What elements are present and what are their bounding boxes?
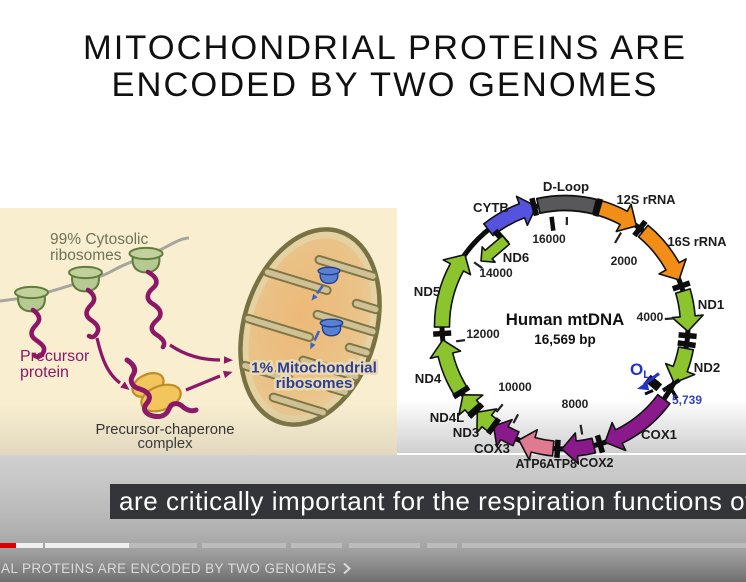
svg-text:protein: protein <box>20 364 69 381</box>
svg-text:4000: 4000 <box>637 310 664 324</box>
svg-text:Precursor: Precursor <box>20 348 90 365</box>
svg-text:OL: OL <box>630 360 650 381</box>
svg-text:ATP8: ATP8 <box>546 457 577 471</box>
svg-text:16000: 16000 <box>532 232 566 246</box>
svg-text:ATP6: ATP6 <box>515 457 546 471</box>
svg-text:ND4L: ND4L <box>430 410 464 425</box>
svg-text:ND1: ND1 <box>698 297 724 312</box>
svg-text:10000: 10000 <box>498 380 532 394</box>
svg-text:ribosomes: ribosomes <box>276 375 353 392</box>
svg-text:Human mtDNA: Human mtDNA <box>506 310 624 329</box>
svg-text:16,569 bp: 16,569 bp <box>534 332 596 347</box>
svg-text:8000: 8000 <box>562 397 589 411</box>
svg-text:CYTB: CYTB <box>473 200 509 215</box>
svg-text:ND3: ND3 <box>453 425 479 440</box>
svg-text:5,739: 5,739 <box>672 393 702 407</box>
svg-text:14000: 14000 <box>479 266 513 280</box>
svg-text:ND6: ND6 <box>503 250 529 265</box>
svg-text:ribosomes: ribosomes <box>50 247 122 264</box>
svg-text:16S rRNA: 16S rRNA <box>667 234 726 249</box>
svg-text:ND2: ND2 <box>694 360 720 375</box>
svg-text:COX1: COX1 <box>641 427 677 442</box>
svg-text:ND4: ND4 <box>415 371 442 386</box>
svg-text:12000: 12000 <box>466 327 500 341</box>
svg-text:COX2: COX2 <box>579 456 613 470</box>
svg-text:99% Cytosolic: 99% Cytosolic <box>50 231 148 248</box>
svg-text:COX3: COX3 <box>474 441 510 456</box>
svg-text:D-Loop: D-Loop <box>543 179 589 194</box>
svg-text:2000: 2000 <box>611 254 638 268</box>
svg-text:ND5: ND5 <box>414 284 440 299</box>
svg-text:1% Mitochondrial: 1% Mitochondrial <box>251 360 377 377</box>
svg-text:12S rRNA: 12S rRNA <box>616 192 675 207</box>
